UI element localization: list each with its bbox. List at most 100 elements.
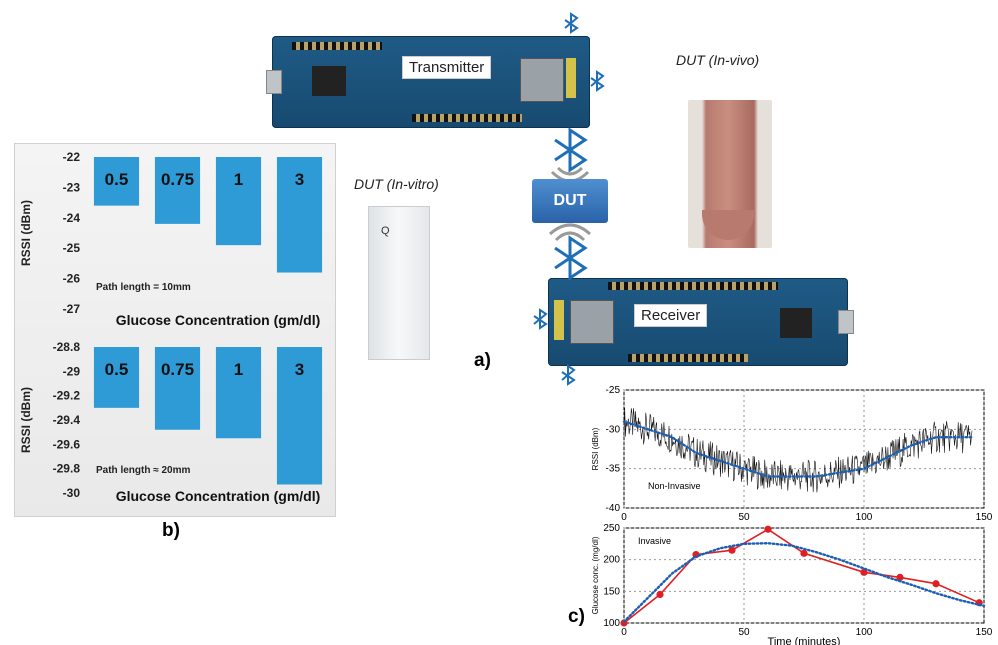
y-tick-label: -40 xyxy=(606,503,621,514)
bar-value-label: 0.75 xyxy=(161,170,194,189)
antenna xyxy=(566,58,576,98)
wifi-signal-icon xyxy=(548,223,592,242)
bluetooth-icon xyxy=(564,12,579,34)
y-tick-label: -29 xyxy=(63,364,81,378)
usb-connector xyxy=(266,70,282,94)
dut-in-vitro-caption: DUT (In-vitro) xyxy=(354,176,439,192)
bar xyxy=(276,157,323,273)
x-tick-label: 50 xyxy=(738,627,750,638)
panel-label-b: b) xyxy=(162,520,180,541)
bar xyxy=(154,157,201,224)
x-tick-label: 150 xyxy=(976,627,993,638)
data-point xyxy=(860,568,868,576)
y-tick-label: 200 xyxy=(603,555,620,566)
radio-module xyxy=(520,58,564,102)
chip xyxy=(312,66,346,96)
pin-header xyxy=(292,42,382,50)
antenna xyxy=(554,300,564,340)
y-tick-label: -24 xyxy=(63,211,81,225)
bar xyxy=(93,157,140,206)
y-tick-label: -26 xyxy=(63,272,81,286)
y-tick-label: -30 xyxy=(606,424,621,435)
y-tick-label: -27 xyxy=(63,302,81,316)
bluetooth-icon xyxy=(554,127,588,173)
receiver-board: Receiver xyxy=(548,278,854,366)
chip xyxy=(780,308,812,338)
dut-box: DUT xyxy=(532,179,608,223)
bar-chart-20mm: -28.8 -29 -29.2 -29.4 -29.6 -29.8 -30 RSSI (dBm… xyxy=(19,340,323,504)
y-tick-label: -30 xyxy=(63,486,81,500)
noisy-rssi-trace xyxy=(623,407,973,493)
bar-value-label: 3 xyxy=(295,170,304,189)
y-axis-label: RSSI (dBm) xyxy=(591,427,600,470)
series-annotation: Non-Invasive xyxy=(648,481,701,491)
series-annotation: Invasive xyxy=(638,536,671,546)
bar xyxy=(276,347,323,485)
y-tick-label: -29.6 xyxy=(53,437,81,451)
fingertip xyxy=(702,210,754,240)
bar-value-label: 1 xyxy=(234,360,243,379)
y-tick-label: -23 xyxy=(63,180,81,194)
bar xyxy=(154,347,201,430)
bluetooth-icon xyxy=(590,70,605,92)
y-tick-label: 100 xyxy=(603,618,620,629)
measured-glucose-line xyxy=(623,528,980,624)
path-length-annotation: Path length ≈ 20mm xyxy=(96,465,191,476)
y-axis-label: RSSI (dBm) xyxy=(19,387,33,453)
y-axis-label: Glucose conc. (mg/dl) xyxy=(591,536,600,614)
y-tick-label: -22 xyxy=(63,150,81,164)
y-tick-label: 150 xyxy=(603,586,620,597)
usb-connector xyxy=(838,310,854,334)
bar xyxy=(93,347,140,408)
radio-module xyxy=(570,300,614,344)
transmitter-board: Transmitter xyxy=(266,36,590,128)
pin-header xyxy=(628,354,748,362)
bar-value-label: 3 xyxy=(295,360,304,379)
bar xyxy=(215,347,262,439)
x-axis-label: Glucose Concentration (gm/dl) xyxy=(116,312,321,328)
y-tick-label: 250 xyxy=(603,523,620,534)
x-axis-label: Time (minutes) xyxy=(768,636,841,645)
transmitter-label: Transmitter xyxy=(402,56,492,79)
y-tick-label: -25 xyxy=(606,385,621,396)
fitted-trend-line xyxy=(622,420,974,478)
bluetooth-icon xyxy=(561,364,576,386)
bar-value-label: 0.5 xyxy=(105,360,129,379)
y-tick-label: -28.8 xyxy=(53,340,81,354)
x-tick-label: 100 xyxy=(856,512,873,523)
bar xyxy=(215,157,262,246)
data-point xyxy=(932,580,940,588)
plot-area xyxy=(623,527,985,624)
dut-in-vivo-caption: DUT (In-vivo) xyxy=(676,52,760,68)
y-tick-label: -25 xyxy=(63,241,81,255)
dut-label: DUT xyxy=(553,192,587,209)
data-point xyxy=(896,573,904,581)
finger-photo xyxy=(688,100,772,248)
y-tick-label: -29.4 xyxy=(53,413,81,427)
y-tick-label: -29.2 xyxy=(53,389,81,403)
pin-header xyxy=(412,114,522,122)
pin-header xyxy=(608,282,778,290)
data-point xyxy=(728,546,736,554)
y-tick-label: -29.8 xyxy=(53,462,81,476)
fitted-trend-line xyxy=(622,541,986,623)
panel-label-a: a) xyxy=(474,350,491,371)
data-point xyxy=(764,525,772,533)
x-axis-label: Glucose Concentration (gm/dl) xyxy=(116,488,321,504)
data-point xyxy=(656,590,664,599)
x-tick-label: 150 xyxy=(976,512,993,523)
x-tick-label: 0 xyxy=(621,627,627,638)
x-tick-label: 100 xyxy=(856,627,873,638)
y-tick-label: -35 xyxy=(606,464,621,475)
bluetooth-icon xyxy=(554,235,588,281)
bluetooth-icon xyxy=(533,308,548,330)
bar-value-label: 1 xyxy=(234,170,243,189)
cuvette-mark: Q xyxy=(381,225,390,237)
x-tick-label: 0 xyxy=(621,512,627,523)
bar-value-label: 0.75 xyxy=(161,360,194,379)
panel-label-c: c) xyxy=(568,606,585,627)
